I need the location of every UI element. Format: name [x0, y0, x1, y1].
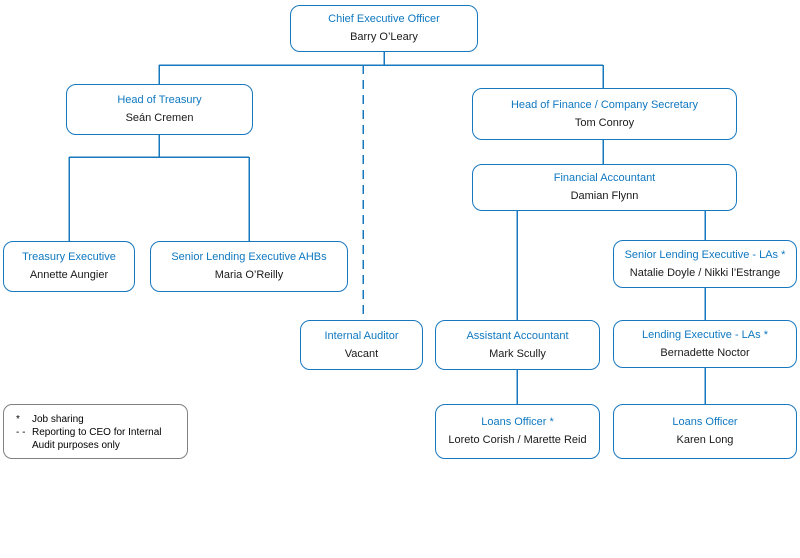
node-title: Head of Treasury [117, 94, 202, 106]
org-node-senior-lending-las: Senior Lending Executive - LAs * Natalie… [613, 240, 797, 288]
node-title: Internal Auditor [324, 329, 399, 342]
org-node-loans-officer: Loans Officer Karen Long [613, 404, 797, 459]
node-title: Loans Officer * [481, 416, 554, 428]
node-person: Tom Conroy [574, 116, 635, 129]
node-title: Senior Lending Executive - LAs * [624, 248, 786, 261]
node-person: Annette Aungier [29, 269, 109, 281]
node-person: Natalie Doyle / Nikki l’Estrange [629, 266, 781, 279]
node-title: Financial Accountant [553, 172, 656, 184]
org-node-head-finance: Head of Finance / Company Secretary Tom … [472, 88, 737, 140]
org-node-internal-auditor: Internal Auditor Vacant [300, 320, 423, 370]
legend-text: Reporting to CEO for Internal Audit purp… [32, 427, 162, 451]
org-node-head-treasury: Head of Treasury Seán Cremen [66, 84, 253, 135]
node-person: Loreto Corish / Marette Reid [448, 434, 587, 446]
org-node-loans-officer-shared: Loans Officer * Loreto Corish / Marette … [435, 404, 600, 459]
legend-box: * Job sharing - - Reporting to CEO for I… [3, 404, 188, 459]
org-node-ceo: Chief Executive Officer Barry O’Leary [290, 5, 478, 52]
node-person: Seán Cremen [125, 112, 194, 124]
node-title: Treasury Executive [22, 251, 116, 263]
node-title: Assistant Accountant [466, 329, 569, 342]
node-person: Bernadette Noctor [660, 346, 750, 359]
legend-text: Job sharing [32, 414, 84, 425]
node-person: Maria O’Reilly [214, 269, 284, 281]
node-person: Mark Scully [489, 347, 546, 360]
node-person: Damian Flynn [570, 190, 639, 202]
node-person: Vacant [344, 347, 379, 360]
node-title: Senior Lending Executive AHBs [171, 251, 327, 263]
node-title: Loans Officer [672, 416, 738, 428]
org-node-financial-accountant: Financial Accountant Damian Flynn [472, 164, 737, 211]
node-person: Barry O’Leary [350, 31, 418, 43]
node-title: Chief Executive Officer [328, 13, 440, 25]
legend-marker-asterisk: * [16, 414, 20, 425]
legend-item-dashed-reporting: - - Reporting to CEO for Internal Audit … [16, 426, 179, 452]
legend-item-job-sharing: * Job sharing [16, 413, 179, 426]
node-person: Karen Long [676, 434, 734, 446]
org-node-senior-lending-ahbs: Senior Lending Executive AHBs Maria O’Re… [150, 241, 348, 292]
org-node-treasury-executive: Treasury Executive Annette Aungier [3, 241, 135, 292]
legend-marker-dashes: - - [16, 427, 26, 438]
org-node-assistant-accountant: Assistant Accountant Mark Scully [435, 320, 600, 370]
node-title: Lending Executive - LAs * [642, 328, 768, 341]
node-title: Head of Finance / Company Secretary [510, 98, 699, 111]
org-node-lending-executive-las: Lending Executive - LAs * Bernadette Noc… [613, 320, 797, 368]
